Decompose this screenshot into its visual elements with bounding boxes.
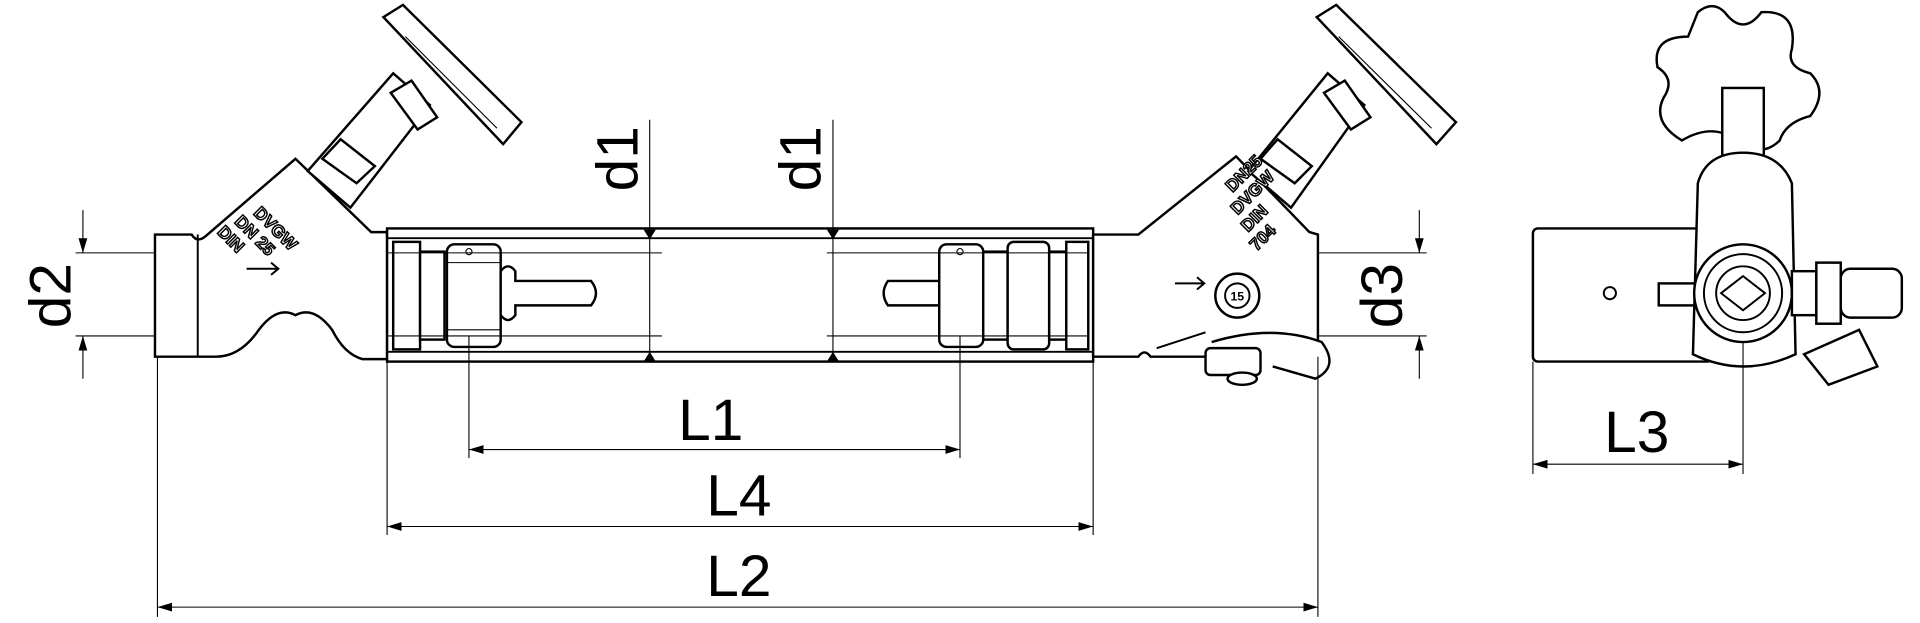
drain-cap: 15 [1156, 272, 1331, 387]
svg-text:d3: d3 [1350, 263, 1415, 328]
left-valve-stem [305, 3, 524, 210]
side-view-handle [1655, 4, 1821, 151]
meter-housing [385, 227, 1095, 363]
svg-text:L1: L1 [678, 388, 743, 453]
side-view [1531, 4, 1904, 387]
dimension-d3: d3 [1317, 210, 1427, 379]
dimension-d2: d2 [19, 210, 155, 379]
dimension-L3: L3 [1532, 342, 1744, 474]
svg-text:d2: d2 [19, 263, 84, 328]
left-angle-valve: DVGW DN 25 DIN [153, 3, 524, 361]
flow-arrow-icon [246, 261, 280, 276]
svg-text:d1: d1 [769, 126, 834, 191]
svg-text:d1: d1 [586, 126, 651, 191]
dimension-d1-left: d1 [387, 119, 662, 362]
dimension-L2: L2 [156, 356, 1319, 617]
dimension-L4: L4 [386, 361, 1094, 536]
svg-text:L4: L4 [706, 464, 771, 529]
svg-text:15: 15 [1231, 290, 1245, 304]
right-angle-valve: DN25 DVGW DIN 704 15 [1091, 3, 1458, 387]
svg-text:L3: L3 [1604, 400, 1669, 465]
right-valve-marking: DN25 DVGW DIN 704 [1221, 150, 1281, 255]
dimension-d1-right: d1 [769, 119, 1090, 362]
right-valve-handle [1314, 3, 1458, 146]
dimension-L1: L1 [468, 335, 961, 459]
left-valve-handle [381, 3, 524, 146]
right-valve-stem [1246, 3, 1458, 210]
svg-text:L2: L2 [706, 544, 771, 609]
